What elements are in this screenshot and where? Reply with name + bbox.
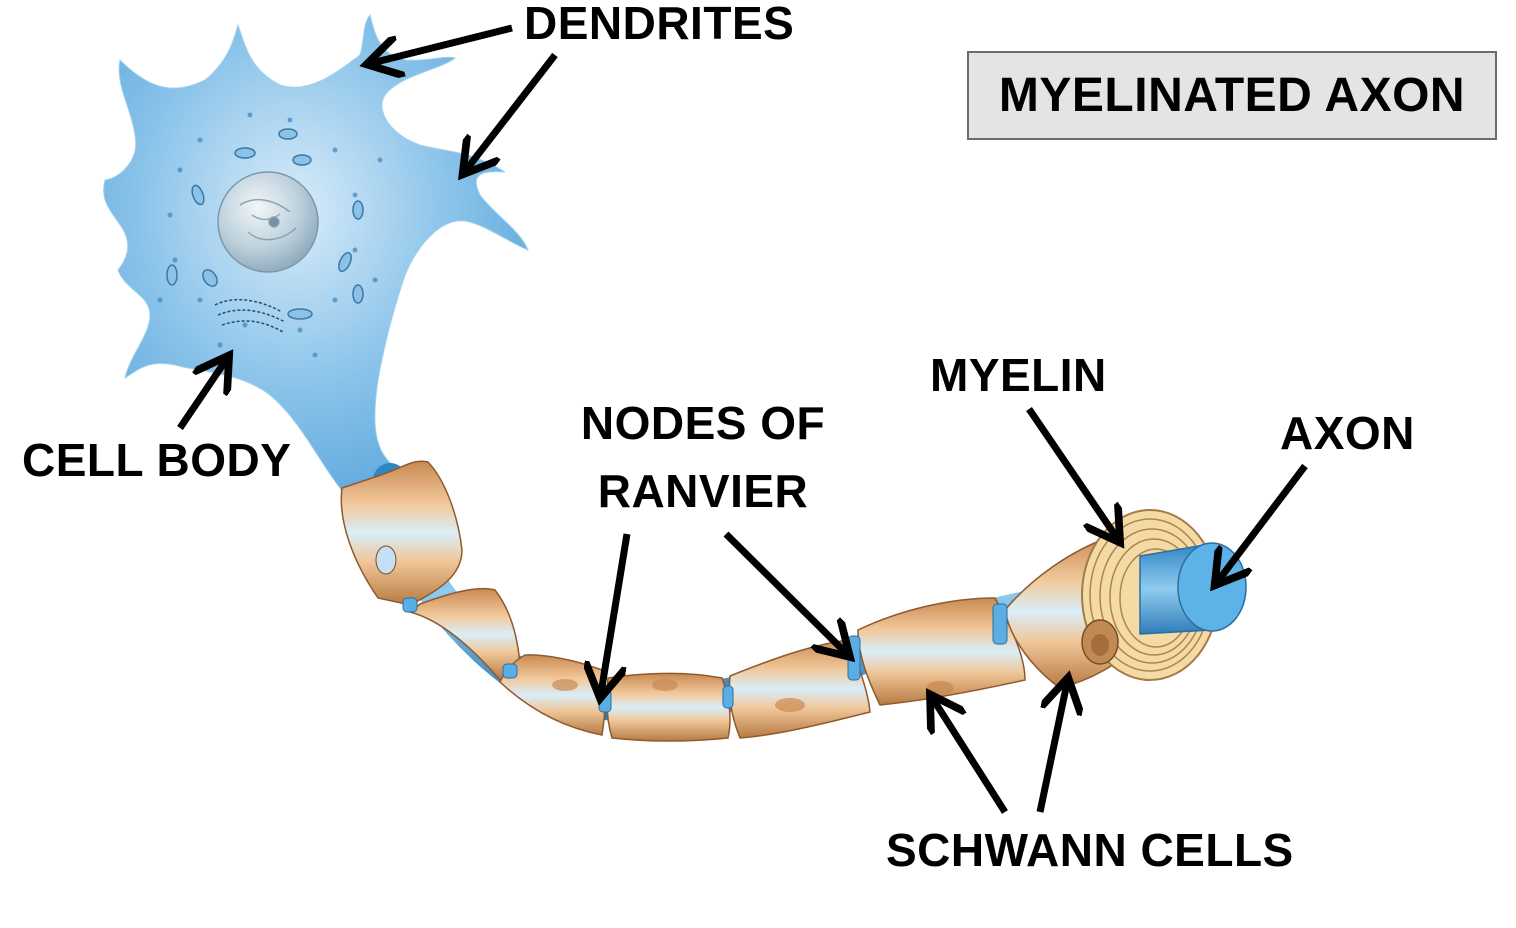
cell-body-shape bbox=[103, 13, 529, 503]
label-axon: AXON bbox=[1280, 407, 1415, 459]
arrow-node-left bbox=[601, 533, 631, 693]
arrow-schwann-left bbox=[933, 699, 1008, 814]
arrow-axon bbox=[1218, 463, 1308, 581]
arrow-dendrites-lower bbox=[466, 52, 558, 170]
label-myelin: MYELIN bbox=[930, 349, 1107, 401]
page-title: MYELINATED AXON bbox=[998, 69, 1466, 122]
arrow-schwann-right bbox=[1036, 683, 1067, 813]
label-nodes-of-ranvier: NODES OF RANVIER bbox=[572, 400, 834, 514]
axon-core bbox=[1139, 542, 1247, 635]
label-nodes-line1: NODES OF bbox=[580, 397, 826, 449]
arrow-myelin bbox=[1026, 407, 1117, 538]
title-box: MYELINATED AXON bbox=[967, 51, 1497, 140]
label-arrows bbox=[177, 24, 1308, 814]
label-schwann-cells: SCHWANN CELLS bbox=[886, 824, 1294, 876]
arrow-node-right bbox=[723, 531, 846, 653]
label-dendrites: DENDRITES bbox=[524, 0, 795, 49]
label-nodes-line2: RANVIER bbox=[597, 465, 809, 517]
myelin-sheath-segments bbox=[340, 460, 1247, 742]
arrow-cell-body bbox=[177, 360, 226, 430]
arrow-dendrites-upper bbox=[372, 24, 513, 63]
label-cell-body: CELL BODY bbox=[22, 434, 292, 486]
